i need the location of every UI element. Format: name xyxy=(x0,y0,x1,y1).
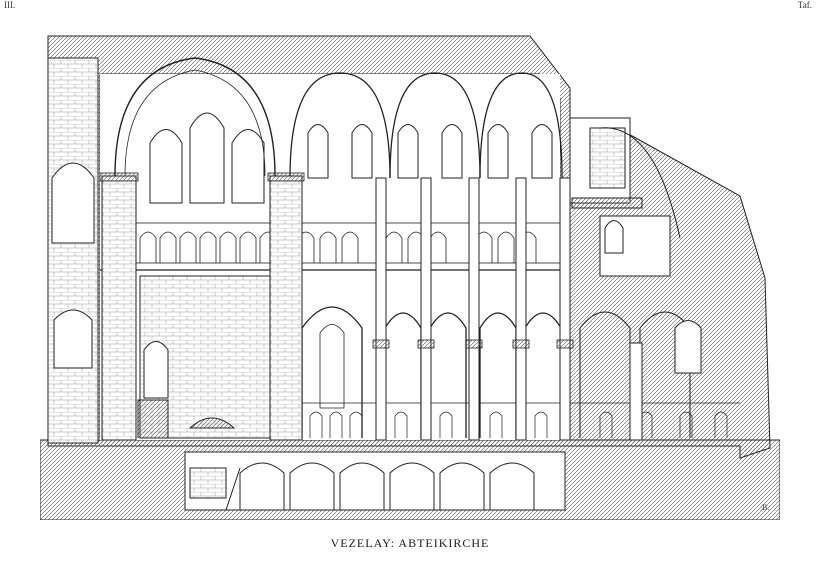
church-section-drawing: B. xyxy=(40,35,780,520)
side-aisle xyxy=(569,117,702,441)
capitals xyxy=(99,172,574,349)
relief-sculpture xyxy=(188,417,236,429)
page-corner-label-right: Taf. xyxy=(797,0,812,10)
crypt-arcade xyxy=(189,462,535,511)
artist-signature: B. xyxy=(762,503,769,512)
triforium-arcade xyxy=(134,222,561,264)
piers xyxy=(101,175,571,441)
page-corner-label-left: III. xyxy=(4,0,16,10)
left-wall xyxy=(47,57,99,444)
clerestory-windows-nave xyxy=(307,124,553,179)
choir-vault xyxy=(114,57,276,177)
clerestory-windows-choir xyxy=(149,112,265,204)
nave-vault-arches xyxy=(289,72,563,179)
figure-caption: VEZELAY: ABTEIKIRCHE xyxy=(330,536,490,550)
